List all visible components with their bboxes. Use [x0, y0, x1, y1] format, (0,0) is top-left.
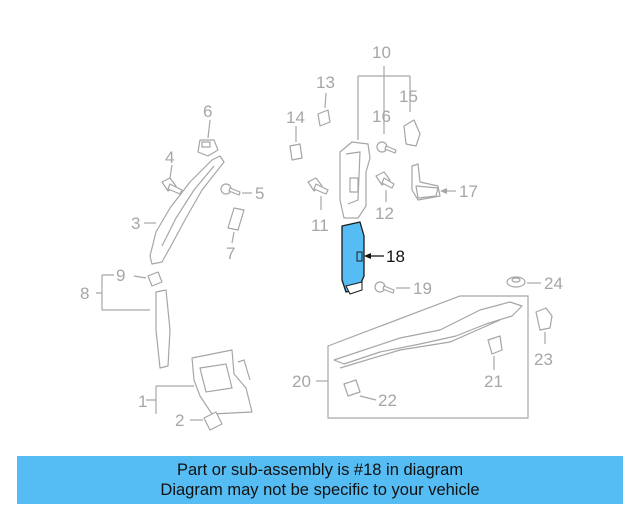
part-24-grommet: [506, 276, 526, 288]
callout-14: 14: [286, 108, 305, 127]
part-6-clip: [197, 139, 219, 157]
banner-line-disclaimer: Diagram may not be specific to your vehi…: [160, 481, 480, 499]
callout-16: 16: [372, 107, 391, 126]
part-3-a-pillar-trim: [149, 155, 225, 265]
callout-13: 13: [316, 73, 335, 92]
callout-5: 5: [255, 184, 264, 203]
part-20-scuff-plate: [327, 295, 529, 419]
callout-18: 18: [386, 247, 405, 266]
part-7-clip: [227, 207, 245, 231]
part-21-clip: [487, 335, 503, 355]
part-5-screw: [220, 183, 241, 196]
part-8-lower-pillar-trim: [155, 289, 171, 369]
callout-11: 11: [311, 216, 329, 235]
callout-15: 15: [399, 87, 418, 106]
callout-20: 20: [292, 372, 311, 391]
part-1-kick-panel: [191, 349, 253, 415]
callout-23: 23: [534, 350, 553, 369]
callout-17: 17: [459, 182, 478, 201]
part-11-bolt: [307, 177, 329, 195]
part-22-clip: [343, 379, 361, 397]
callout-6: 6: [203, 102, 212, 121]
part-14-clip: [289, 143, 303, 161]
callout-7: 7: [226, 244, 235, 263]
callout-1: 1: [138, 392, 147, 411]
banner-line-part: Part or sub-assembly is #18 in diagram: [176, 461, 464, 479]
part-10-upper-b-pillar-trim: [339, 141, 371, 219]
part-16-screw: [376, 141, 397, 154]
callout-21: 21: [484, 372, 503, 391]
callout-9: 9: [116, 266, 125, 285]
callout-4: 4: [165, 148, 174, 167]
callout-3: 3: [131, 214, 140, 233]
callout-8: 8: [80, 284, 89, 303]
parts-diagram: 6 4 5 3 7 8 9 1 2: [80, 43, 563, 431]
part-18-lower-b-pillar-trim: [341, 221, 365, 295]
callout-2: 2: [175, 411, 184, 430]
callout-19: 19: [413, 279, 432, 298]
callout-12: 12: [375, 204, 394, 223]
callout-10: 10: [372, 43, 391, 62]
callout-22: 22: [378, 391, 397, 410]
part-13-clip: [317, 109, 331, 127]
part-4-bolt: [161, 177, 183, 195]
part-15-clip: [403, 119, 421, 147]
info-banner: Part or sub-assembly is #18 in diagram D…: [17, 456, 623, 504]
part-12-bolt: [375, 171, 395, 189]
callout-24: 24: [544, 274, 563, 293]
part-2-clip: [203, 411, 223, 431]
part-23-cover: [535, 307, 553, 331]
part-17-trim-strip: [411, 163, 441, 201]
part-19-screw: [374, 281, 395, 294]
part-9-clip: [147, 271, 163, 287]
